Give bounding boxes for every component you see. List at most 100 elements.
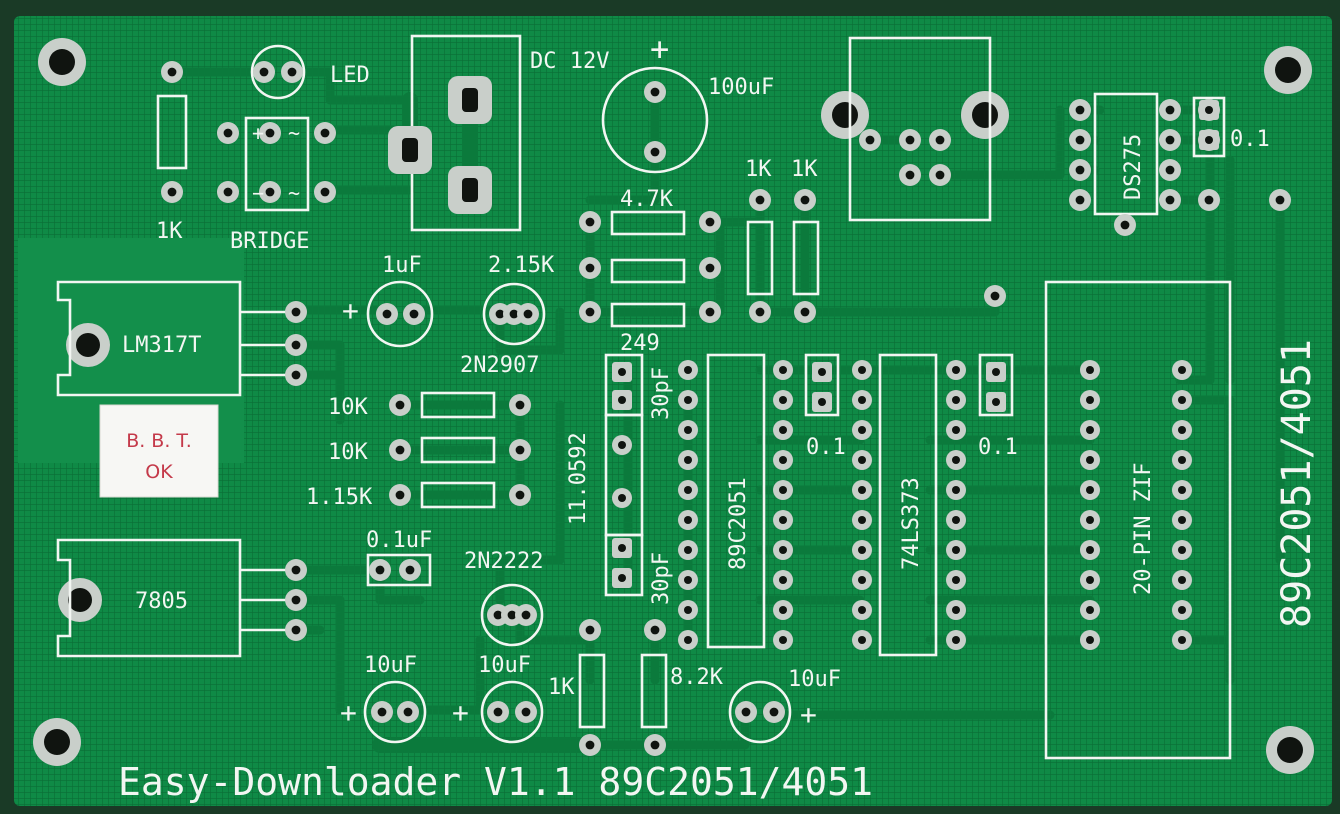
pad-hole	[684, 366, 692, 374]
ds275-outline	[1093, 92, 1159, 216]
pad-hole	[291, 307, 301, 317]
label-82k: 8.2K	[670, 665, 724, 690]
pad-hole	[650, 147, 660, 157]
connector-outline	[848, 36, 992, 222]
pad-hole	[495, 309, 505, 319]
pad-hole	[1165, 195, 1175, 205]
pad-hole	[779, 456, 787, 464]
pad-hole	[865, 135, 875, 145]
pad-hole	[779, 606, 787, 614]
pad-hole	[858, 576, 866, 584]
bridge-outline	[244, 116, 310, 212]
pad-hole	[684, 456, 692, 464]
pad-hole	[800, 195, 810, 205]
label-89c2051: 89C2051	[726, 477, 751, 570]
pad-hole	[1086, 546, 1094, 554]
pad-hole	[1086, 516, 1094, 524]
mounting-hole-tl	[38, 38, 86, 86]
dc-jack-slot	[462, 178, 478, 202]
label-r1k-left: 1K	[156, 219, 183, 244]
reg7805-outline	[56, 538, 242, 658]
pad-hole	[858, 366, 866, 374]
label-2n2907: 2N2907	[460, 353, 539, 378]
silkscreen	[56, 34, 1232, 760]
sticker-line2: OK	[145, 461, 173, 483]
pad-hole	[1178, 516, 1186, 524]
pad-hole	[800, 307, 810, 317]
pad-hole	[1178, 366, 1186, 374]
label-10uf-c: 10uF	[788, 667, 841, 692]
label-bridge-minus: −	[252, 181, 264, 205]
pad-hole	[858, 486, 866, 494]
pad-hole	[684, 636, 692, 644]
pad-hole	[265, 128, 275, 138]
pad-hole	[650, 625, 660, 635]
label-30pf-bottom: 30pF	[649, 552, 674, 605]
label-lm317t: LM317T	[122, 333, 201, 358]
r215k-body	[610, 258, 686, 284]
pad-hole	[320, 128, 330, 138]
label-10uf-c-plus: +	[800, 698, 817, 731]
pad-hole	[992, 398, 1000, 406]
pad-hole	[1165, 135, 1175, 145]
pad-hole	[521, 610, 531, 620]
pad-hole	[223, 128, 233, 138]
pad-hole	[493, 610, 503, 620]
pad-hole	[167, 67, 177, 77]
pad-hole	[779, 516, 787, 524]
pad-hole	[858, 426, 866, 434]
pad-hole	[905, 135, 915, 145]
pad-hole	[1075, 105, 1085, 115]
cap-10uf-c-outline	[728, 680, 792, 744]
pad-hole	[705, 217, 715, 227]
pad-hole	[858, 396, 866, 404]
silkscreen-labels: LED DC 12V + 100uF BRIDGE + ~ − ~ 1K LM3…	[118, 30, 1320, 804]
mounting-hole-br	[1266, 726, 1314, 774]
pad-hole	[1086, 486, 1094, 494]
label-led: LED	[330, 63, 370, 88]
label-30pf-top: 30pF	[649, 367, 674, 420]
pad-hole	[395, 445, 405, 455]
pad-hole	[515, 490, 525, 500]
c01-right-outline	[1192, 96, 1226, 158]
pad-hole	[585, 263, 595, 273]
pad-hole	[779, 426, 787, 434]
label-dc12v: DC 12V	[530, 49, 609, 74]
pad-hole	[952, 576, 960, 584]
pad-hole	[818, 398, 826, 406]
pad-hole	[952, 606, 960, 614]
cap-10uf-b-outline	[480, 680, 544, 744]
board-title: Easy-Downloader V1.1 89C2051/4051	[118, 760, 873, 804]
pad-hole	[650, 740, 660, 750]
pad-hole	[990, 291, 1000, 301]
pad-hole	[618, 368, 626, 376]
pad-hole	[291, 565, 301, 575]
label-c01-right: 0.1	[1230, 127, 1270, 152]
pad-hole	[1086, 456, 1094, 464]
mounting-hole-7805	[58, 578, 102, 622]
pad-hole	[1075, 135, 1085, 145]
label-zif: 20-PIN ZIF	[1131, 463, 1156, 595]
pad-hole	[1086, 636, 1094, 644]
pad-hole	[287, 67, 297, 77]
sticker-line1: B. B. T.	[126, 430, 192, 452]
mounting-holes	[33, 38, 1314, 774]
pad-hole	[952, 426, 960, 434]
lm317-outline	[56, 280, 242, 397]
led-outline	[250, 44, 306, 100]
r82k-body	[640, 653, 668, 729]
label-100uf: 100uF	[708, 75, 774, 100]
pad-hole	[684, 546, 692, 554]
cap-100uf-outline	[601, 66, 709, 174]
pad-hole	[779, 546, 787, 554]
pads	[161, 61, 1291, 756]
pad-hole	[395, 400, 405, 410]
pad-hole	[377, 707, 387, 717]
pad-hole	[952, 636, 960, 644]
pad-hole	[858, 456, 866, 464]
label-c01-a: 0.1	[806, 435, 846, 460]
label-215k: 2.15K	[488, 253, 555, 278]
pad-hole	[618, 544, 626, 552]
label-bridge-tilde-b: ~	[288, 181, 300, 205]
r47k-body	[610, 210, 686, 236]
